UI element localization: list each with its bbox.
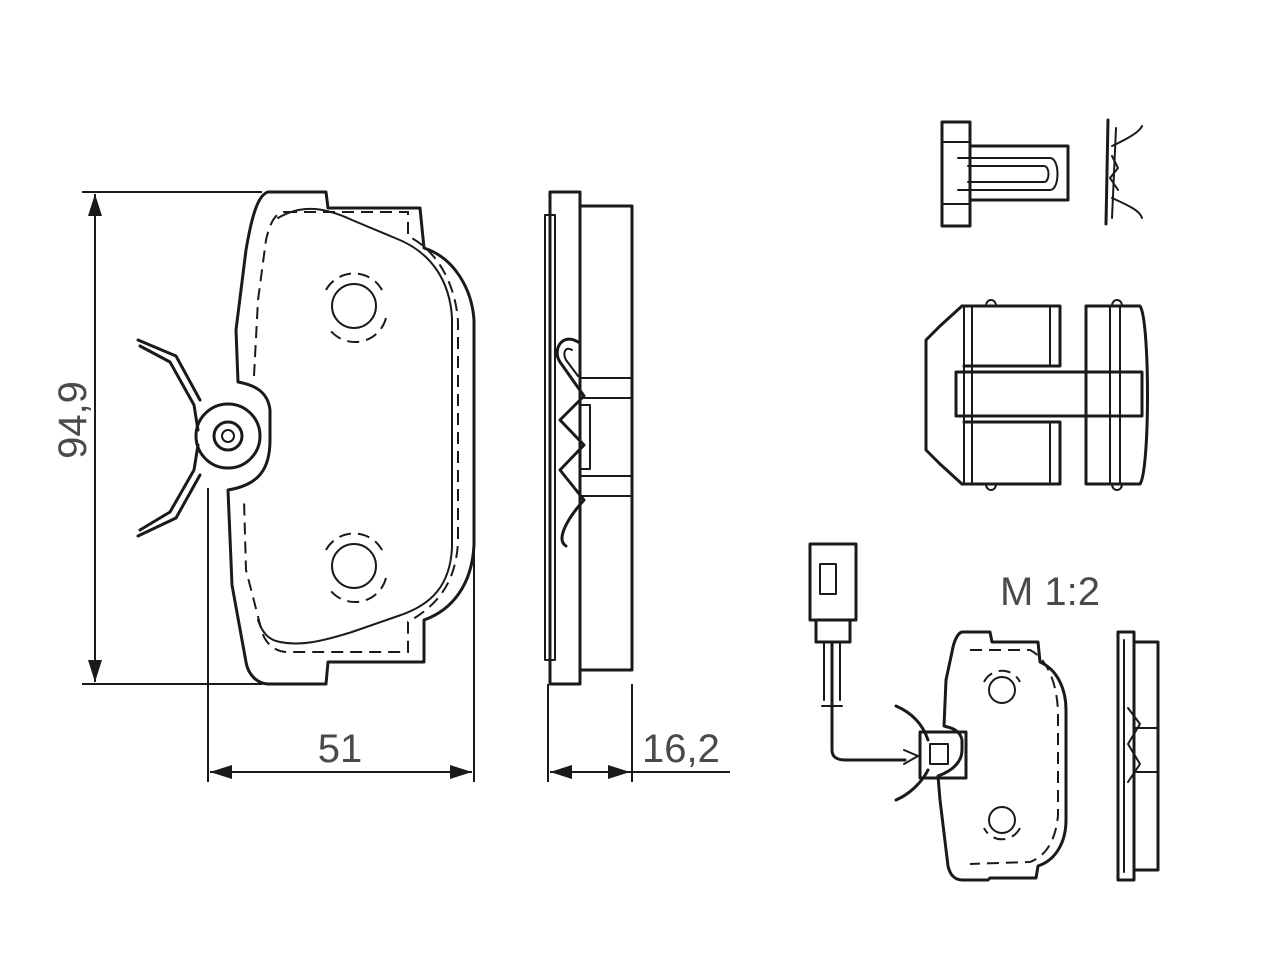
- dimension-height-label: 94,9: [51, 381, 95, 459]
- dimension-height: 94,9: [51, 191, 262, 685]
- wear-sensor-pad-side-view: [1116, 630, 1160, 882]
- brake-pad-side-view: [544, 190, 634, 686]
- dimension-width: 51: [207, 488, 475, 782]
- dimension-thickness: 16,2: [547, 684, 730, 782]
- scale-label: M 1:2: [1000, 570, 1100, 614]
- mounting-hole-upper: [325, 272, 387, 343]
- wear-sensor-connector: [808, 542, 907, 762]
- sensor-socket: [194, 402, 262, 470]
- dimension-thickness-label: 16,2: [642, 727, 720, 771]
- mounting-hole-lower: [325, 532, 387, 603]
- spring-clip: [940, 118, 1143, 228]
- guide-bracket: [924, 299, 1149, 491]
- brake-pad-front-view: [136, 190, 476, 686]
- dimension-width-label: 51: [318, 727, 363, 771]
- brake-pad-with-wear-sensor: [894, 630, 1068, 882]
- spring-clip-front: [136, 338, 202, 538]
